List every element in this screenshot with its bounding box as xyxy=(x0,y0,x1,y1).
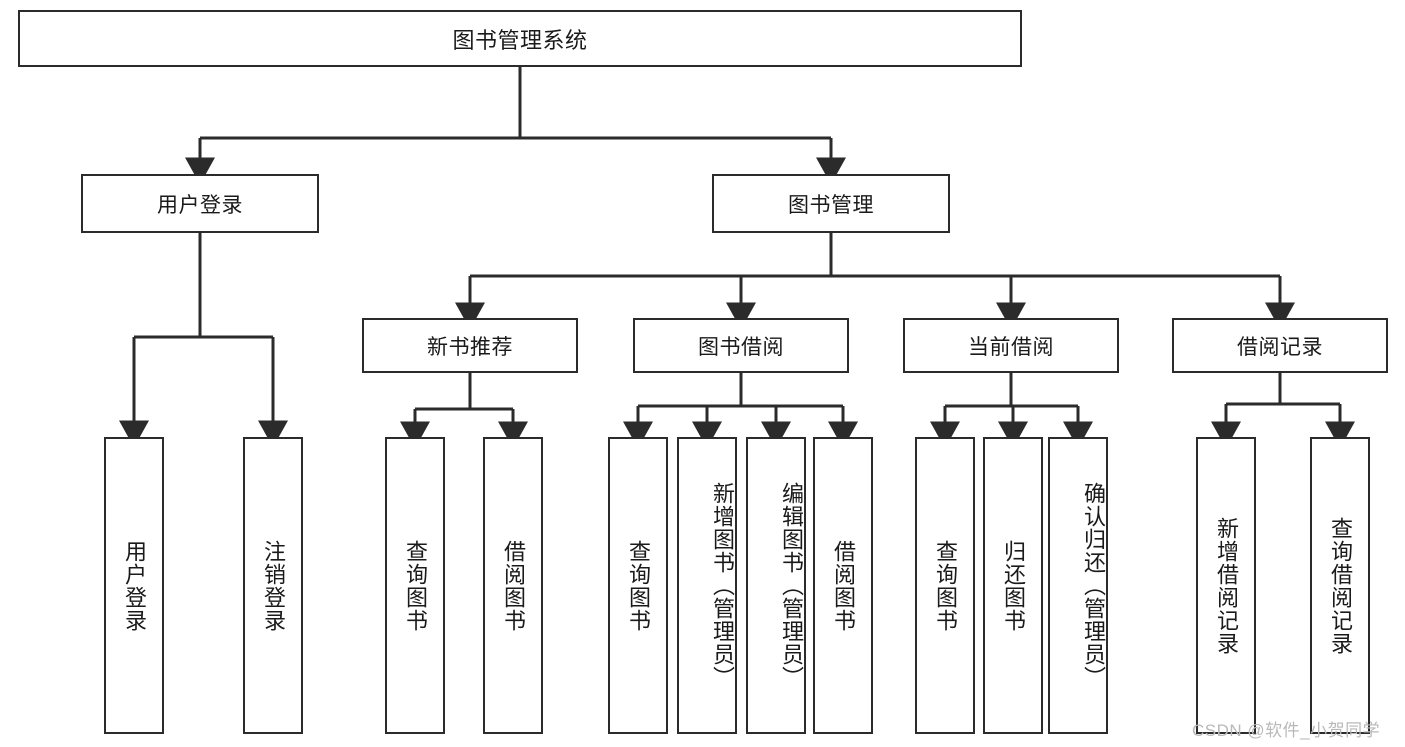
node-label: 归还图书 xyxy=(1000,539,1026,632)
node-new-book-rec[interactable]: 新书推荐 xyxy=(362,318,578,373)
node-leaf-logout[interactable]: 注销登录 xyxy=(243,437,303,734)
node-label: 查询图书 xyxy=(932,539,958,632)
node-label: 编辑图书（管理员） xyxy=(779,482,804,689)
node-label: 当前借阅 xyxy=(968,335,1054,359)
node-user-login[interactable]: 用户登录 xyxy=(81,174,319,233)
node-label: 借阅记录 xyxy=(1237,335,1323,359)
node-leaf-borrow-book-2[interactable]: 借阅图书 xyxy=(813,437,873,734)
node-leaf-query-book-3[interactable]: 查询图书 xyxy=(915,437,975,734)
node-label: 图书借阅 xyxy=(698,335,784,359)
node-leaf-confirm-return[interactable]: 确认归还（管理员） xyxy=(1048,437,1108,734)
node-book-borrow[interactable]: 图书借阅 xyxy=(633,318,849,373)
node-leaf-user-login[interactable]: 用户登录 xyxy=(104,437,164,734)
node-label: 借阅图书 xyxy=(830,539,856,632)
node-label: 查询图书 xyxy=(625,539,651,632)
node-leaf-return-book[interactable]: 归还图书 xyxy=(983,437,1043,734)
node-leaf-edit-book[interactable]: 编辑图书（管理员） xyxy=(746,437,806,734)
node-label: 新增图书（管理员） xyxy=(710,482,735,689)
node-label: 新增借阅记录 xyxy=(1213,516,1239,655)
watermark-text: CSDN @软件_小贺同学 xyxy=(1192,721,1381,740)
node-label: 注销登录 xyxy=(260,539,286,632)
node-leaf-query-record[interactable]: 查询借阅记录 xyxy=(1310,437,1370,734)
node-current-borrow[interactable]: 当前借阅 xyxy=(903,318,1119,373)
node-label: 图书管理 xyxy=(788,193,874,217)
node-label: 查询借阅记录 xyxy=(1327,516,1353,655)
node-label: 借阅图书 xyxy=(500,539,526,632)
node-leaf-add-book[interactable]: 新增图书（管理员） xyxy=(677,437,737,734)
node-label: 查询图书 xyxy=(402,539,428,632)
node-leaf-borrow-book-1[interactable]: 借阅图书 xyxy=(483,437,543,734)
node-leaf-add-record[interactable]: 新增借阅记录 xyxy=(1196,437,1256,734)
node-label: 用户登录 xyxy=(121,539,147,632)
node-leaf-query-book-2[interactable]: 查询图书 xyxy=(608,437,668,734)
node-leaf-query-book-1[interactable]: 查询图书 xyxy=(385,437,445,734)
node-root[interactable]: 图书管理系统 xyxy=(18,10,1022,67)
node-book-manage[interactable]: 图书管理 xyxy=(712,174,950,233)
node-label: 用户登录 xyxy=(157,193,243,217)
node-label: 新书推荐 xyxy=(427,335,513,359)
node-label: 图书管理系统 xyxy=(452,27,588,53)
node-borrow-record[interactable]: 借阅记录 xyxy=(1172,318,1388,373)
node-label: 确认归还（管理员） xyxy=(1081,482,1106,689)
